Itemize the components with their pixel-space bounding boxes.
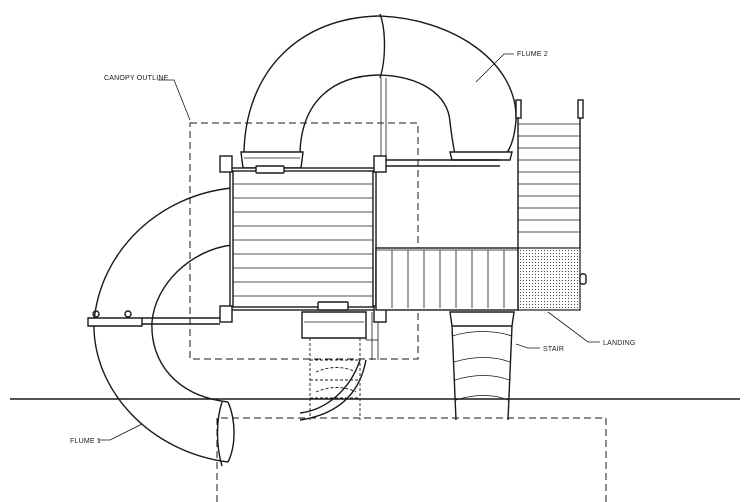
flume-2 xyxy=(240,13,517,169)
walkway-deck xyxy=(375,247,519,311)
lower-footprint-dashed xyxy=(216,417,607,502)
label-stair: STAIR xyxy=(543,346,564,353)
main-deck xyxy=(142,155,500,325)
label-flume-2: FLUME 2 xyxy=(517,51,548,58)
label-flume-1: FLUME 1 xyxy=(70,438,101,445)
leader-lines xyxy=(98,53,600,441)
tube-under-deck xyxy=(301,311,379,420)
landing xyxy=(517,247,587,311)
stair xyxy=(515,99,584,248)
label-landing: LANDING xyxy=(603,340,636,347)
label-canopy-outline: CANOPY OUTLINE xyxy=(104,75,169,82)
flume-1 xyxy=(87,187,367,467)
tube-slide xyxy=(449,311,515,421)
canopy-outline-rect xyxy=(189,122,419,360)
